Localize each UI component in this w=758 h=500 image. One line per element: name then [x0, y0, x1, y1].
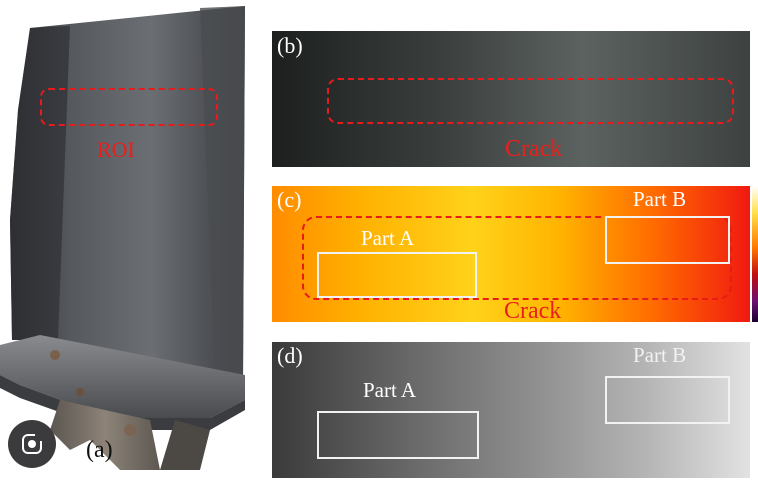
roi-box: [40, 88, 218, 126]
part-a-box: [317, 411, 479, 459]
part-a-label: Part A: [361, 226, 415, 250]
part-a-label: Part A: [363, 378, 417, 402]
panel-b-label: (b): [277, 33, 303, 58]
crack-label: Crack: [505, 136, 563, 162]
crack-region-box: [327, 78, 734, 124]
part-b-box: [605, 216, 730, 264]
crack-label: Crack: [504, 298, 562, 324]
panel-b: (b) Crack: [272, 31, 750, 167]
lens-button[interactable]: [8, 420, 56, 468]
panel-a-label: (a): [86, 437, 113, 463]
part-b-box: [605, 376, 730, 424]
roi-label: ROI: [97, 137, 135, 162]
panel-d-label: (d): [277, 343, 303, 368]
part-b-label: Part B: [633, 343, 687, 367]
part-a-box: [317, 252, 477, 298]
turbine-blade-image: [0, 6, 245, 470]
panel-d: (d) Part A Part B: [272, 342, 750, 478]
color-scale-bar: [752, 186, 758, 322]
panel-a: ROI (a): [0, 0, 262, 495]
panel-c: (c) Part A Part B Crack: [272, 186, 750, 324]
crack-region-box: [302, 216, 732, 300]
part-b-label: Part B: [633, 187, 687, 211]
panel-c-label: (c): [277, 187, 302, 212]
lens-icon: [22, 433, 43, 454]
